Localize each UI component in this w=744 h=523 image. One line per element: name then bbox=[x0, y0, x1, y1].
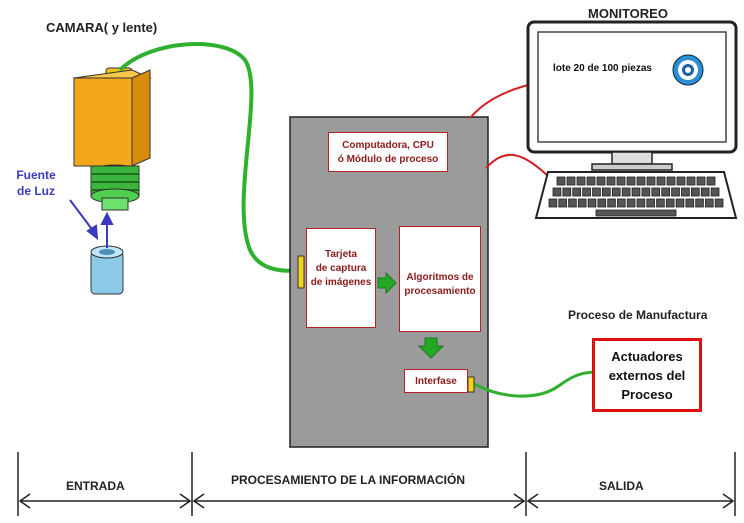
keyboard-key bbox=[621, 187, 631, 197]
algorithms-line1: Algoritmos de bbox=[406, 272, 474, 283]
keyboard-icon bbox=[534, 171, 738, 219]
keyboard-key bbox=[556, 176, 566, 186]
keyboard-key bbox=[602, 187, 611, 197]
camera-icon bbox=[72, 67, 152, 211]
keyboard-key bbox=[566, 176, 576, 186]
cpu-label-line2: ó Módulo de proceso bbox=[337, 154, 439, 165]
keyboard-key bbox=[616, 176, 626, 186]
monitor-title: MONITOREO bbox=[588, 6, 668, 21]
section-arrows bbox=[18, 493, 735, 509]
keyboard-key bbox=[671, 187, 680, 197]
capture-card-line1: Tarjeta bbox=[324, 249, 358, 260]
camera-label: CAMARA( y lente) bbox=[46, 20, 158, 35]
keyboard-key bbox=[676, 176, 686, 186]
algorithms-box: Algoritmos de procesamiento bbox=[399, 226, 481, 332]
capture-card-box: Tarjeta de captura de imágenes bbox=[306, 228, 376, 328]
keyboard-key bbox=[586, 176, 596, 186]
capture-card-line2: de captura bbox=[315, 263, 367, 274]
keyboard-key bbox=[582, 187, 591, 197]
monitor-cable-1 bbox=[469, 83, 533, 119]
capture-card-line3: de imágenes bbox=[310, 277, 372, 288]
keyboard-key bbox=[661, 187, 670, 197]
light-source-label-line1: Fuente bbox=[16, 168, 56, 182]
section-processing: PROCESAMIENTO DE LA INFORMACIÓN bbox=[231, 473, 466, 487]
keyboard-key bbox=[636, 198, 646, 208]
keyboard-key bbox=[576, 176, 586, 186]
keyboard-key bbox=[562, 187, 572, 197]
keyboard-key bbox=[690, 187, 700, 197]
keyboard-key bbox=[696, 176, 706, 186]
keyboard-key bbox=[675, 198, 685, 208]
keyboard-key bbox=[597, 198, 607, 208]
section-dividers bbox=[17, 452, 736, 516]
interface-label: Interfase bbox=[415, 376, 457, 387]
keyboard-key bbox=[552, 187, 562, 197]
keyboard-key bbox=[646, 198, 655, 208]
target-icon bbox=[672, 54, 704, 86]
actuators-line2: externos del bbox=[608, 368, 686, 383]
monitor-screen-text: lote 20 de 100 piezas bbox=[553, 63, 652, 74]
keyboard-key bbox=[685, 198, 695, 208]
keyboard-key bbox=[646, 176, 656, 186]
keyboard-key bbox=[656, 176, 666, 186]
keyboard-spacebar bbox=[595, 209, 677, 217]
keyboard-key bbox=[592, 187, 601, 197]
keyboard-key bbox=[695, 198, 704, 208]
keyboard-key bbox=[626, 176, 636, 186]
keyboard-key bbox=[548, 198, 558, 208]
keyboard-key bbox=[686, 176, 696, 186]
cpu-label-box: Computadora, CPU ó Módulo de proceso bbox=[328, 132, 448, 172]
keyboard-key bbox=[710, 187, 720, 197]
light-arrows-icon bbox=[69, 199, 114, 248]
keyboard-key bbox=[572, 187, 582, 197]
monitor-cable-2 bbox=[485, 153, 553, 181]
keyboard-key bbox=[705, 198, 714, 208]
monitor-icon bbox=[526, 20, 738, 171]
section-input: ENTRADA bbox=[66, 479, 125, 493]
keyboard-key bbox=[700, 187, 710, 197]
keyboard-key bbox=[577, 198, 587, 208]
keyboard-key bbox=[636, 176, 646, 186]
actuators-box: Actuadores externos del Proceso bbox=[592, 338, 702, 412]
actuators-line3: Proceso bbox=[621, 387, 673, 402]
actuators-line1: Actuadores bbox=[611, 349, 683, 364]
keyboard-key bbox=[714, 198, 724, 208]
keyboard-key bbox=[596, 176, 606, 186]
interface-box: Interfase bbox=[404, 369, 468, 393]
keyboard-key bbox=[558, 198, 567, 208]
keyboard-key bbox=[631, 187, 641, 197]
process-title: Proceso de Manufactura bbox=[568, 308, 708, 322]
keyboard-key bbox=[606, 176, 616, 186]
keyboard-key bbox=[706, 176, 716, 186]
light-source-icon bbox=[90, 245, 124, 295]
arrow-icon bbox=[377, 271, 445, 359]
keyboard-key bbox=[626, 198, 636, 208]
keyboard-key bbox=[617, 198, 626, 208]
keyboard-key bbox=[641, 187, 651, 197]
camera-cable bbox=[118, 42, 303, 273]
keyboard-key bbox=[681, 187, 690, 197]
keyboard-key bbox=[665, 198, 675, 208]
keyboard-key bbox=[607, 198, 616, 208]
keyboard-key bbox=[587, 198, 597, 208]
cpu-label-line1: Computadora, CPU bbox=[342, 140, 434, 151]
light-source-label-line2: de Luz bbox=[17, 184, 55, 198]
interface-connector bbox=[467, 376, 475, 393]
keyboard-key bbox=[568, 198, 577, 208]
algorithms-line2: procesamiento bbox=[404, 286, 476, 297]
keyboard-key bbox=[611, 187, 621, 197]
keyboard-key bbox=[651, 187, 661, 197]
capture-card-connector bbox=[297, 255, 305, 289]
section-output: SALIDA bbox=[599, 479, 644, 493]
actuator-cable bbox=[473, 370, 599, 398]
keyboard-key bbox=[666, 176, 676, 186]
keyboard-key bbox=[656, 198, 665, 208]
